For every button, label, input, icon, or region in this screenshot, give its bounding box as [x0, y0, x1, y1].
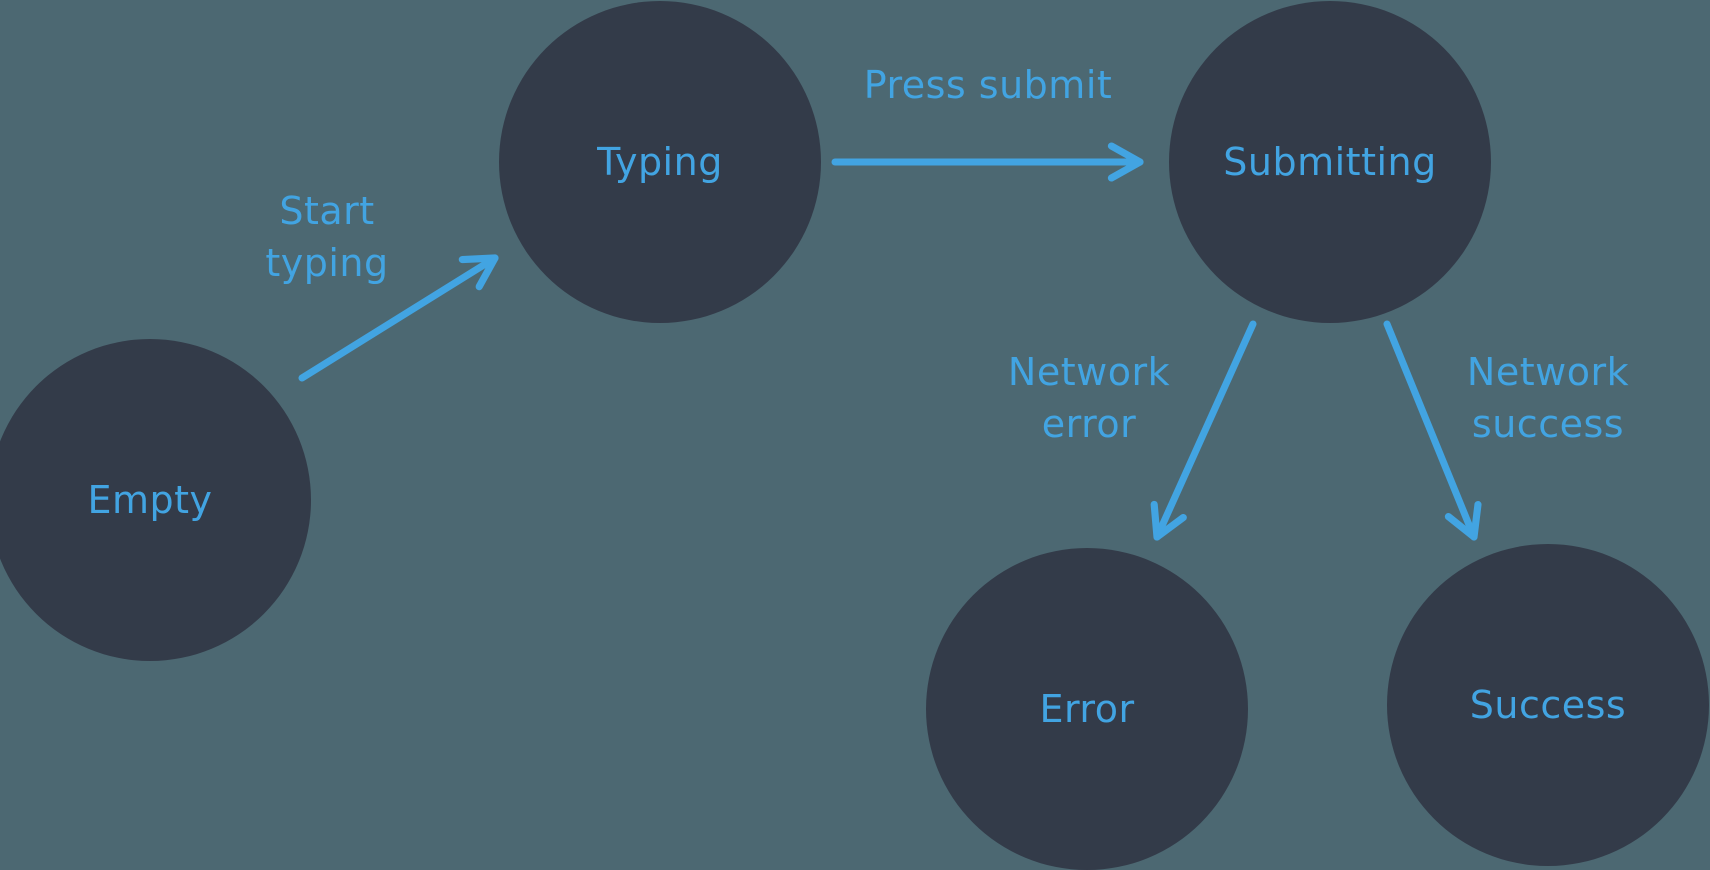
state-node-label: Empty	[87, 478, 213, 522]
transition-label-network-success: Network success	[1466, 349, 1630, 446]
state-node-label: Success	[1469, 683, 1627, 727]
state-node-label: Submitting	[1223, 140, 1437, 184]
transition-label-start-typing: Start typing	[265, 188, 389, 285]
state-node-label: Error	[1039, 687, 1135, 731]
transition-label-press-submit: Press submit	[863, 62, 1113, 107]
state-node-error: Error	[926, 548, 1248, 870]
state-node-typing: Typing	[499, 1, 821, 323]
state-node-label: Typing	[597, 140, 723, 184]
transition-label-network-error: Network error	[1007, 349, 1171, 446]
transition-arrow-submitting-to-success	[1383, 320, 1482, 541]
state-node-success: Success	[1387, 544, 1709, 866]
state-node-submitting: Submitting	[1169, 1, 1491, 323]
transition-arrow-submitting-to-error	[1150, 320, 1257, 541]
state-node-empty: Empty	[0, 339, 311, 661]
